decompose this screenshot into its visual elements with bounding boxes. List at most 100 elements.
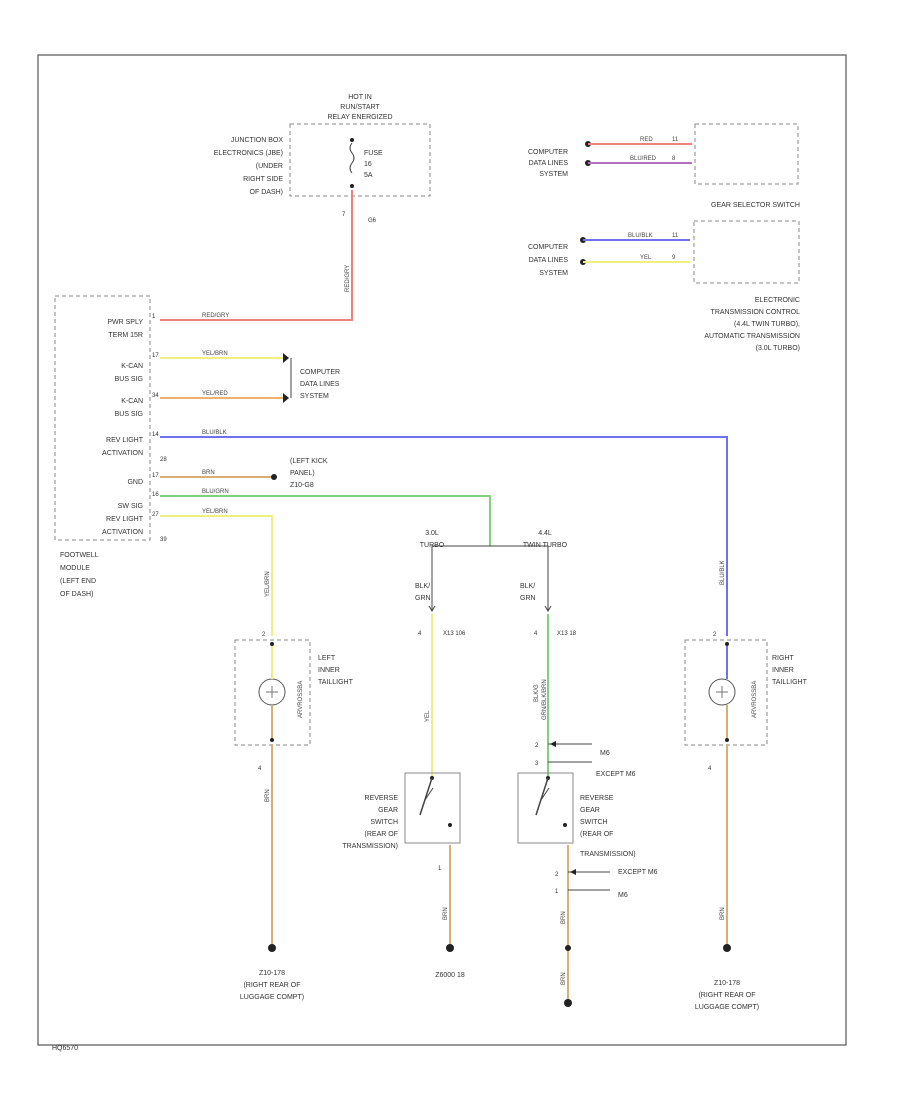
reverse-b-label-5: TRANSMISSION) [580, 851, 636, 858]
junction-box-label-5: OF DASH) [250, 189, 283, 196]
left-taillight-filament [266, 686, 278, 698]
variant-b-pin: 4 [534, 631, 538, 637]
relay-connector: G6 [368, 218, 377, 224]
wire-label-footwell-7: YEL/BRN [202, 509, 228, 515]
reverse-a-label-1: REVERSE [365, 795, 399, 802]
mid-ground-dot [446, 944, 454, 952]
wire-sw-sig [160, 495, 491, 546]
wire-label-cd1-blu-red: BLU/RED [630, 156, 657, 162]
fuse-amps: 5A [364, 172, 373, 179]
reverse-a-label-2: GEAR [378, 807, 398, 814]
term-7-name-1: REV LIGHT [106, 516, 144, 523]
cd2-label-2: DATA LINES [529, 257, 569, 264]
data-lines-1-label-2: DATA LINES [300, 381, 340, 388]
wire-label-left-taillight-top: YEL/BRN [265, 571, 271, 597]
gear-selector-label: GEAR SELECTOR SWITCH [711, 202, 800, 209]
left-taillight: 2 LEFT INNER TAILLIGHT ARVROSSBA 4 [234, 632, 354, 772]
junction-box-label-4: RIGHT SIDE [243, 176, 283, 183]
right-ground-dot [723, 944, 731, 952]
wire-label-footwell-1: RED/GRY [202, 313, 229, 319]
wire-label-footwell-3: YEL/RED [202, 391, 228, 397]
left-kick-label-3: Z10-G8 [290, 482, 314, 489]
wire-label-footwell-6: BLU/GRN [202, 489, 229, 495]
etc-label-3: (4.4L TWIN TURBO), [734, 321, 800, 328]
term-1-name-1: PWR SPLY [107, 319, 143, 326]
term-4-name-2: ACTIVATION [102, 450, 143, 457]
term-3-name-1: K-CAN [121, 398, 143, 405]
pin-cd1-red: 11 [672, 137, 679, 143]
term-3-pin: 34 [152, 393, 159, 399]
arrow-kcan-2 [283, 393, 289, 403]
wire-relay-to-footwell [160, 190, 353, 321]
reverse-b-label-1: REVERSE [580, 795, 614, 802]
reverse-switch-b-arrow-icon [540, 787, 550, 801]
fuse-bottom-dot [350, 184, 354, 188]
junction-box-label-2: ELECTRONICS (JBE) [214, 150, 283, 157]
wire-label-footwell-2: YEL/BRN [202, 351, 228, 357]
reverse-b-opt-a: M6 [600, 750, 610, 757]
left-ground-label-1: Z10-178 [259, 970, 285, 977]
term-7-pin: 27 [152, 512, 159, 518]
reverse-b-label-2: GEAR [580, 807, 600, 814]
left-taillight-pin-top: 2 [262, 632, 266, 638]
wire-label-cd1-red: RED [640, 137, 653, 143]
reverse-a-label-5: TRANSMISSION) [342, 843, 398, 850]
wire-label-right-taillight-bot: BRN [720, 907, 726, 920]
reverse-b-pin-d: 1 [555, 889, 559, 895]
cd2-label-1: COMPUTER [528, 244, 568, 251]
term-6-name-1: SW SIG [118, 503, 143, 510]
reverse-b-pin-a: 2 [535, 743, 539, 749]
reverse-switch-b-box [517, 772, 574, 844]
reverse-switch-a-arrow-icon [424, 787, 434, 801]
right-taillight-label-2: INNER [772, 667, 794, 674]
reverse-switch-b-contact [535, 777, 549, 816]
left-taillight-label-1: LEFT [318, 655, 336, 662]
variant-split-line [431, 545, 549, 552]
variant-a-pin: 4 [418, 631, 422, 637]
arrow-kcan-1 [283, 353, 289, 363]
variant-b-line-1: 4.4L [538, 530, 552, 537]
cd2-label-3: SYSTEM [539, 270, 568, 277]
data-lines-1-label-1: COMPUTER [300, 369, 340, 376]
reverse-b-ground-dot [564, 999, 572, 1007]
right-taillight-top-dot [725, 642, 729, 646]
reverse-switch-b: REVERSE GEAR SWITCH (REAR OF TRANSMISSIO… [517, 772, 636, 858]
variant-a-wire-2: GRN [415, 595, 431, 602]
left-ground-label-2: (RIGHT REAR OF [243, 982, 300, 989]
etc-label-4: AUTOMATIC TRANSMISSION [704, 333, 800, 340]
right-taillight-label-1: RIGHT [772, 655, 795, 662]
term-2-name-2: BUS SIG [115, 376, 143, 383]
reverse-a-label-4: (REAR OF [365, 831, 398, 838]
left-kick-label-2: PANEL) [290, 470, 315, 477]
reverse-switch-a-bot-dot [448, 823, 452, 827]
footwell-label-2: MODULE [60, 565, 90, 572]
right-taillight-bottom-dot [725, 738, 729, 742]
left-taillight-bottom-dot [270, 738, 274, 742]
fuse-top-dot [350, 138, 354, 142]
left-taillight-top-dot [270, 642, 274, 646]
reverse-a-pin-bot: 1 [438, 866, 442, 872]
variant-b-wire-1: BLK/ [520, 583, 535, 590]
left-ground-dot [268, 944, 276, 952]
variant-a-line-1: 3.0L [425, 530, 439, 537]
wire-label-cd2-blu-blk: BLU/BLK [628, 233, 653, 239]
term-5-name-1: GND [127, 479, 143, 486]
right-taillight-tag: ARVROSSBA [752, 681, 758, 718]
footwell-module: PWR SPLY TERM 15R 1 K-CAN BUS SIG 17 K-C… [54, 295, 167, 598]
right-taillight: 2 RIGHT INNER TAILLIGHT ARVROSSBA 4 [684, 632, 808, 772]
footwell-conn-bottom: 39 [160, 537, 167, 543]
wire-label-reverse-a-top: YEL [425, 710, 431, 722]
left-taillight-label-3: TAILLIGHT [318, 679, 354, 686]
reverse-a-label-3: SWITCH [370, 819, 398, 826]
wire-label-reverse-b-bot-1: BRN [561, 911, 567, 924]
relay-title-1: HOT IN [348, 94, 372, 101]
variant-b-wire-2: GRN [520, 595, 536, 602]
etc-label-1: ELECTRONIC [755, 297, 800, 304]
data-lines-1-label-3: SYSTEM [300, 393, 329, 400]
reverse-b-label-3: SWITCH [580, 819, 608, 826]
variant-b-conn: X13 18 [557, 631, 577, 637]
term-4-pin: 14 [152, 432, 159, 438]
diagram-frame [37, 54, 847, 1046]
fuse-number: 16 [364, 161, 372, 168]
wire-label-left-taillight-bot: BRN [265, 789, 271, 802]
